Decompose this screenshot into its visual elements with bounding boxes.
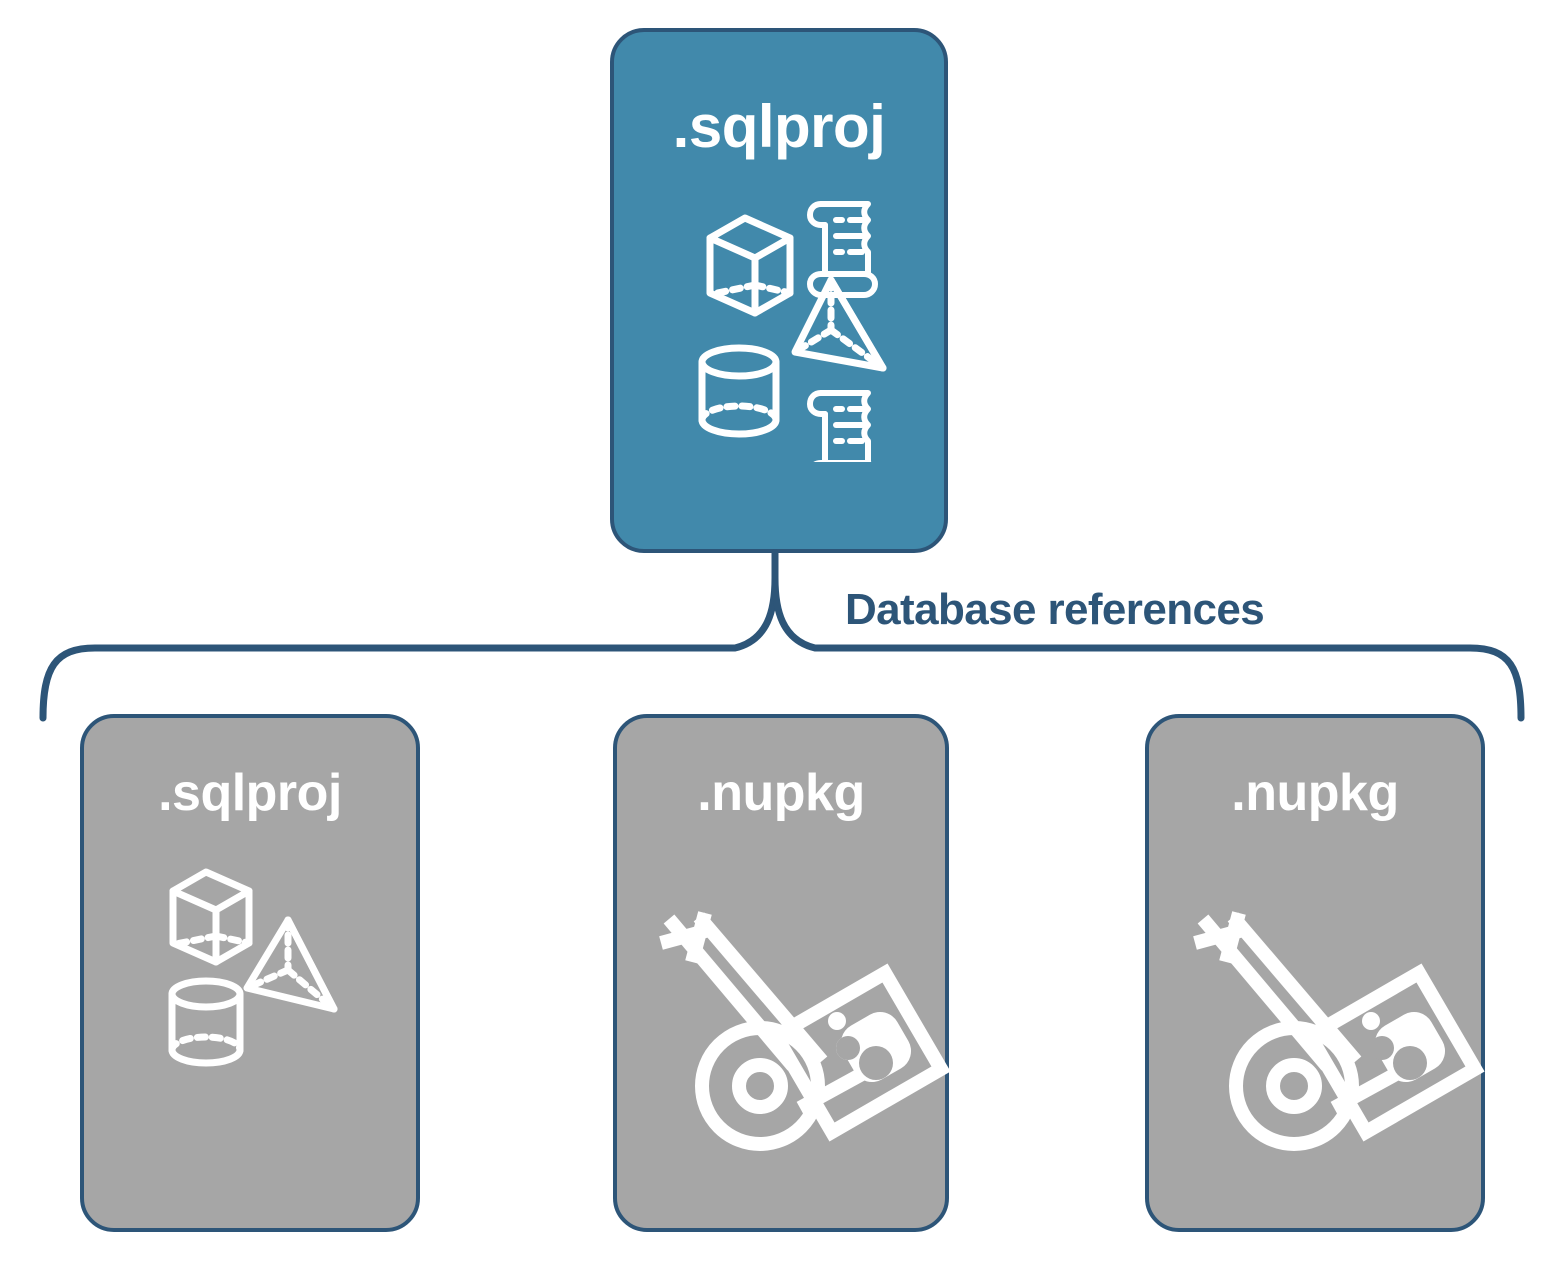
child2-icons-svg [659, 911, 951, 1151]
pyramid-icon [791, 276, 887, 372]
nuget-package-icon [766, 963, 951, 1142]
node-sqlproj-parent[interactable]: .sqlproj [610, 28, 948, 553]
node-nupkg-child-2[interactable]: .nupkg [1145, 714, 1485, 1232]
node-sqlproj-child[interactable]: .sqlproj [80, 714, 420, 1232]
child1-icon-group [84, 858, 416, 1108]
child3-icons-svg [1193, 911, 1485, 1151]
child2-icon-group [617, 868, 951, 1208]
cube-icon [706, 214, 794, 317]
hand-truck-wheel-icon [1229, 1021, 1359, 1151]
pyramid-icon [243, 916, 338, 1013]
nuget-logo-cutouts [1370, 1036, 1427, 1080]
cylinder-icon [698, 344, 780, 438]
node-label-child-3: .nupkg [1231, 764, 1399, 822]
child1-icons-svg [168, 868, 338, 1067]
nuget-logo-cutouts [836, 1036, 893, 1080]
node-label-parent: .sqlproj [672, 93, 886, 160]
nuget-package-icon [1300, 963, 1485, 1142]
cube-icon [169, 868, 253, 966]
node-label-child-1: .sqlproj [158, 764, 342, 822]
node-nupkg-child-1[interactable]: .nupkg [613, 714, 951, 1232]
cylinder-icon [168, 977, 244, 1067]
hand-truck-wheel-icon [695, 1021, 825, 1151]
parent-icons-svg [698, 201, 887, 487]
scroll-icon [807, 201, 878, 298]
connector-label: Database references [845, 585, 1265, 634]
node-label-child-2: .nupkg [697, 764, 865, 822]
child3-icon-group [1149, 868, 1485, 1208]
parent-icon-group [614, 182, 944, 487]
scroll-icon [807, 390, 878, 487]
